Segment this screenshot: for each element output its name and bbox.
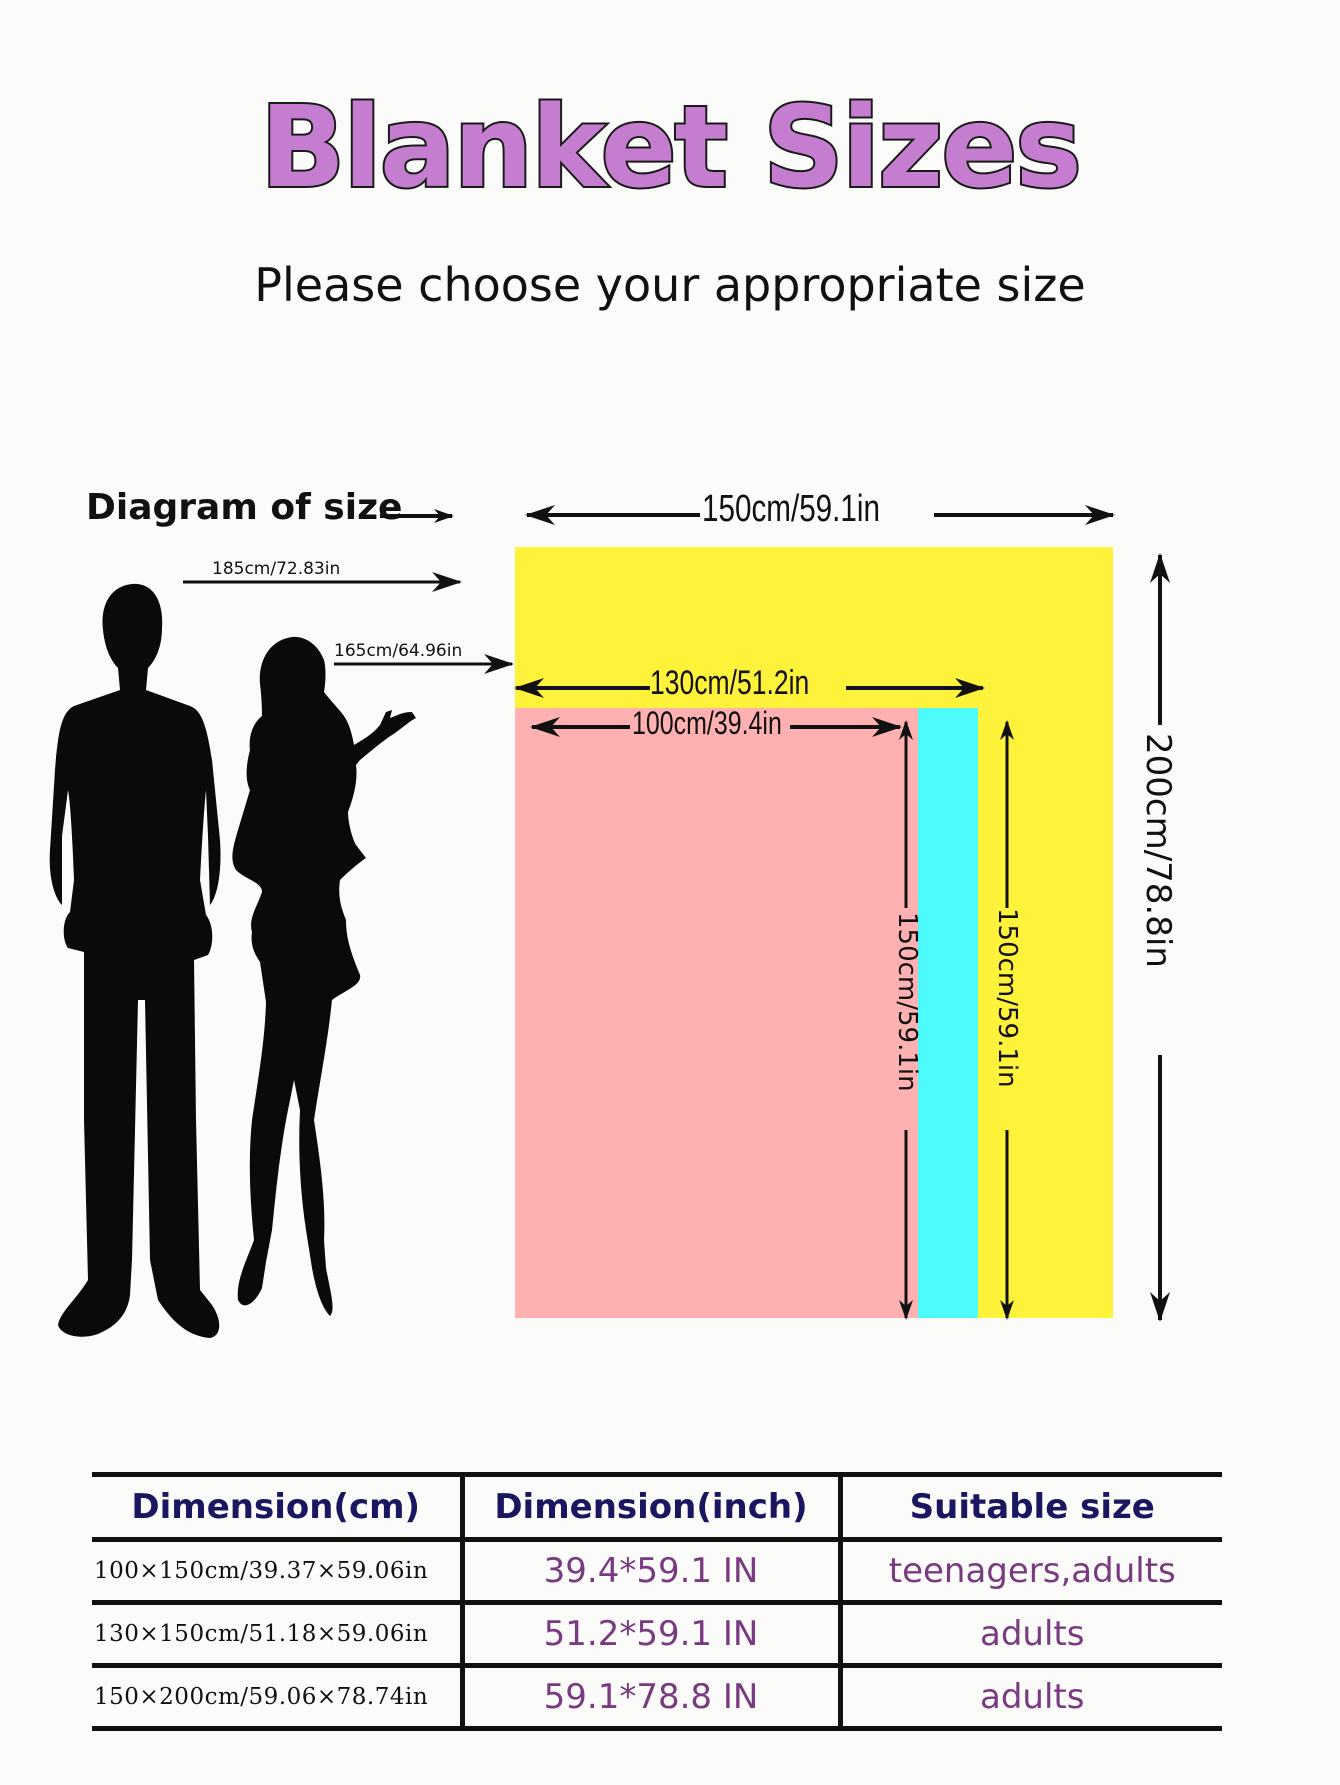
size-table: Dimension(cm) Dimension(inch) Suitable s… xyxy=(92,1472,1222,1731)
header-dimension-inch: Dimension(inch) xyxy=(459,1472,840,1542)
table-header-row: Dimension(cm) Dimension(inch) Suitable s… xyxy=(92,1472,1222,1542)
small-width-label: 100cm/39.4in xyxy=(632,705,782,741)
cell-suitable: adults xyxy=(837,1600,1222,1668)
man-height-label: 185cm/72.83in xyxy=(212,559,341,579)
cell-inch: 39.4*59.1 IN xyxy=(459,1537,840,1605)
cell-cm: 150×200cm/59.06×78.74in xyxy=(92,1663,462,1731)
blanket-small-rect xyxy=(515,708,918,1318)
cell-cm: 130×150cm/51.18×59.06in xyxy=(92,1600,462,1668)
woman-height-label: 165cm/64.96in xyxy=(334,641,463,661)
cell-cm: 100×150cm/39.37×59.06in xyxy=(92,1537,462,1605)
header-suitable-size: Suitable size xyxy=(837,1472,1222,1542)
cell-suitable: adults xyxy=(837,1663,1222,1731)
man-silhouette-icon xyxy=(49,583,221,1338)
table-row: 130×150cm/51.18×59.06in 51.2*59.1 IN adu… xyxy=(92,1600,1222,1668)
medium-width-label: 130cm/51.2in xyxy=(650,664,810,702)
cell-suitable: teenagers,adults xyxy=(837,1537,1222,1605)
cell-inch: 59.1*78.8 IN xyxy=(459,1663,840,1731)
header-dimension-cm: Dimension(cm) xyxy=(92,1472,462,1542)
medium-height-label: 150cm/59.1in xyxy=(992,908,1022,1088)
page-title: Blanket Sizes xyxy=(258,83,1084,213)
small-height-label: 150cm/59.1in xyxy=(892,912,922,1092)
diagram-label: Diagram of size xyxy=(86,487,403,528)
cell-inch: 51.2*59.1 IN xyxy=(459,1600,840,1668)
page-subtitle: Please choose your appropriate size xyxy=(254,258,1086,312)
table-row: 100×150cm/39.37×59.06in 39.4*59.1 IN tee… xyxy=(92,1537,1222,1605)
table-row: 150×200cm/59.06×78.74in 59.1*78.8 IN adu… xyxy=(92,1663,1222,1731)
large-width-label: 150cm/59.1in xyxy=(702,488,880,530)
woman-silhouette-icon xyxy=(232,636,416,1316)
large-height-label: 200cm/78.8in xyxy=(1138,733,1178,968)
